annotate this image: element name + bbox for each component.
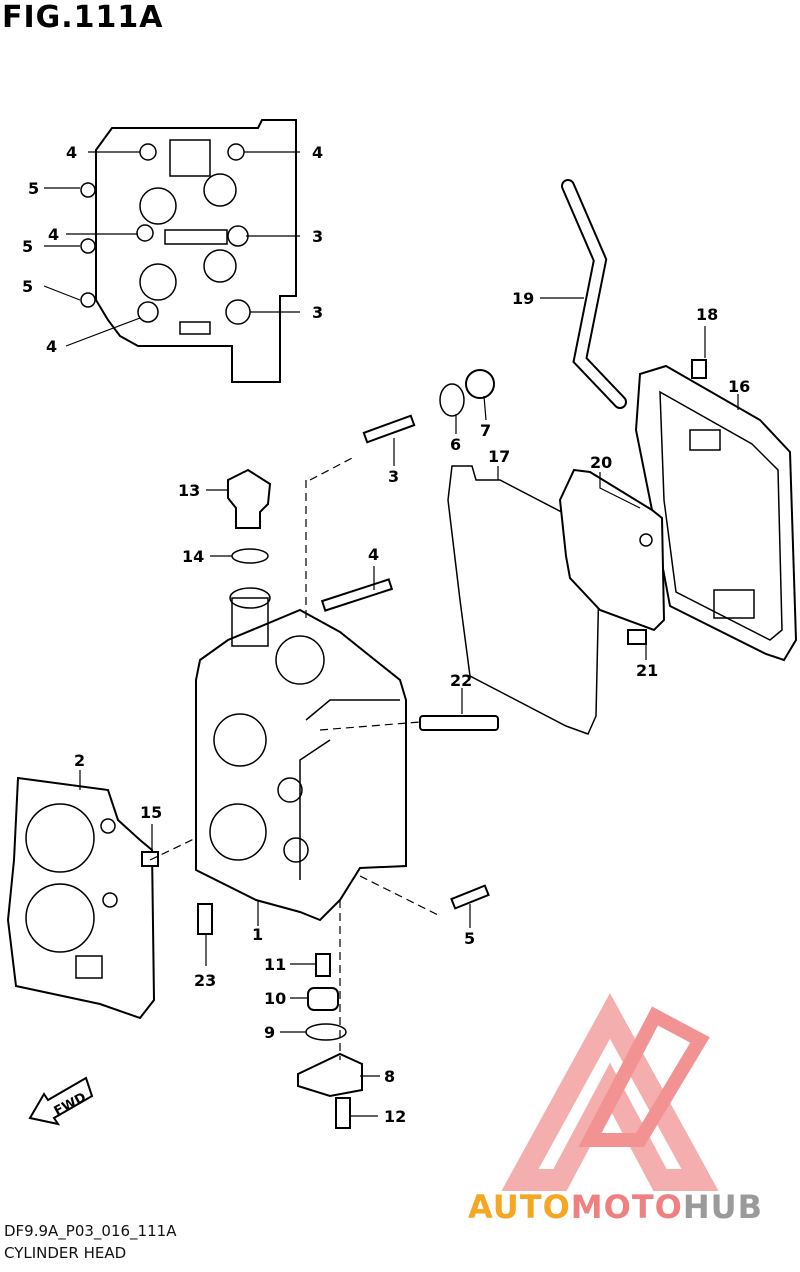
callout-4: 4 bbox=[66, 143, 77, 162]
callout-12: 12 bbox=[384, 1107, 406, 1126]
callout-15: 15 bbox=[140, 803, 162, 822]
callout-4: 4 bbox=[48, 225, 59, 244]
callout-8: 8 bbox=[384, 1067, 395, 1086]
watermark-part-2: MOTO bbox=[570, 1188, 683, 1226]
watermark-text: AUTOMOTOHUB bbox=[468, 1188, 763, 1226]
head-gasket bbox=[6, 776, 156, 1020]
callout-10: 10 bbox=[264, 989, 286, 1008]
callout-3: 3 bbox=[388, 467, 399, 486]
callout-18: 18 bbox=[696, 305, 718, 324]
bolt-4-mid bbox=[320, 578, 394, 612]
callout-13: 13 bbox=[178, 481, 200, 500]
head-underside-view bbox=[80, 119, 297, 383]
callout-11: 11 bbox=[264, 955, 286, 974]
o-ring-14 bbox=[231, 548, 269, 564]
callout-1: 1 bbox=[252, 925, 263, 944]
dowel-pin-23 bbox=[197, 903, 213, 935]
callout-6: 6 bbox=[450, 435, 461, 454]
callout-19: 19 bbox=[512, 289, 534, 308]
callout-21: 21 bbox=[636, 661, 658, 680]
callout-16: 16 bbox=[728, 377, 750, 396]
fwd-arrow-icon: FWD bbox=[28, 1076, 94, 1126]
bolt-3-top bbox=[362, 414, 416, 444]
bolt-11 bbox=[315, 953, 331, 977]
callout-3: 3 bbox=[312, 227, 323, 246]
bolt-5-low bbox=[450, 884, 490, 910]
thermostat-cover bbox=[297, 1052, 363, 1098]
head-cover bbox=[634, 364, 798, 662]
cover-gasket bbox=[447, 465, 601, 735]
diagram-code: DF9.9A_P03_016_111A bbox=[4, 1222, 177, 1240]
collar-10 bbox=[307, 987, 339, 1011]
callout-5: 5 bbox=[28, 179, 39, 198]
oil-filler-cap bbox=[227, 468, 272, 529]
bolt-21 bbox=[627, 629, 647, 645]
watermark-logo-icon bbox=[501, 993, 719, 1191]
watermark-part-3: HUB bbox=[682, 1188, 764, 1226]
bolt-12 bbox=[335, 1097, 351, 1129]
callout-14: 14 bbox=[182, 547, 204, 566]
callout-4: 4 bbox=[312, 143, 323, 162]
spark-plug bbox=[419, 715, 499, 731]
callout-4: 4 bbox=[46, 337, 57, 356]
cover-plate bbox=[558, 468, 666, 632]
callout-9: 9 bbox=[264, 1023, 275, 1042]
cylinder-head bbox=[195, 587, 407, 922]
callout-5: 5 bbox=[22, 237, 33, 256]
callout-2: 2 bbox=[74, 751, 85, 770]
diagram-caption: CYLINDER HEAD bbox=[4, 1244, 127, 1262]
bolt-18 bbox=[691, 359, 707, 379]
callout-5: 5 bbox=[22, 277, 33, 296]
watermark-part-1: AUTO bbox=[468, 1188, 571, 1226]
plug-7 bbox=[465, 369, 495, 399]
callout-7: 7 bbox=[480, 421, 491, 440]
o-ring-6 bbox=[439, 383, 465, 417]
callout-3: 3 bbox=[312, 303, 323, 322]
callout-5: 5 bbox=[464, 929, 475, 948]
callout-17: 17 bbox=[488, 447, 510, 466]
callout-22: 22 bbox=[450, 671, 472, 690]
callout-20: 20 bbox=[590, 453, 612, 472]
callout-4: 4 bbox=[368, 545, 379, 564]
figure-title: FIG.111A bbox=[2, 0, 164, 35]
dowel-pin-15 bbox=[141, 851, 159, 867]
callout-23: 23 bbox=[194, 971, 216, 990]
